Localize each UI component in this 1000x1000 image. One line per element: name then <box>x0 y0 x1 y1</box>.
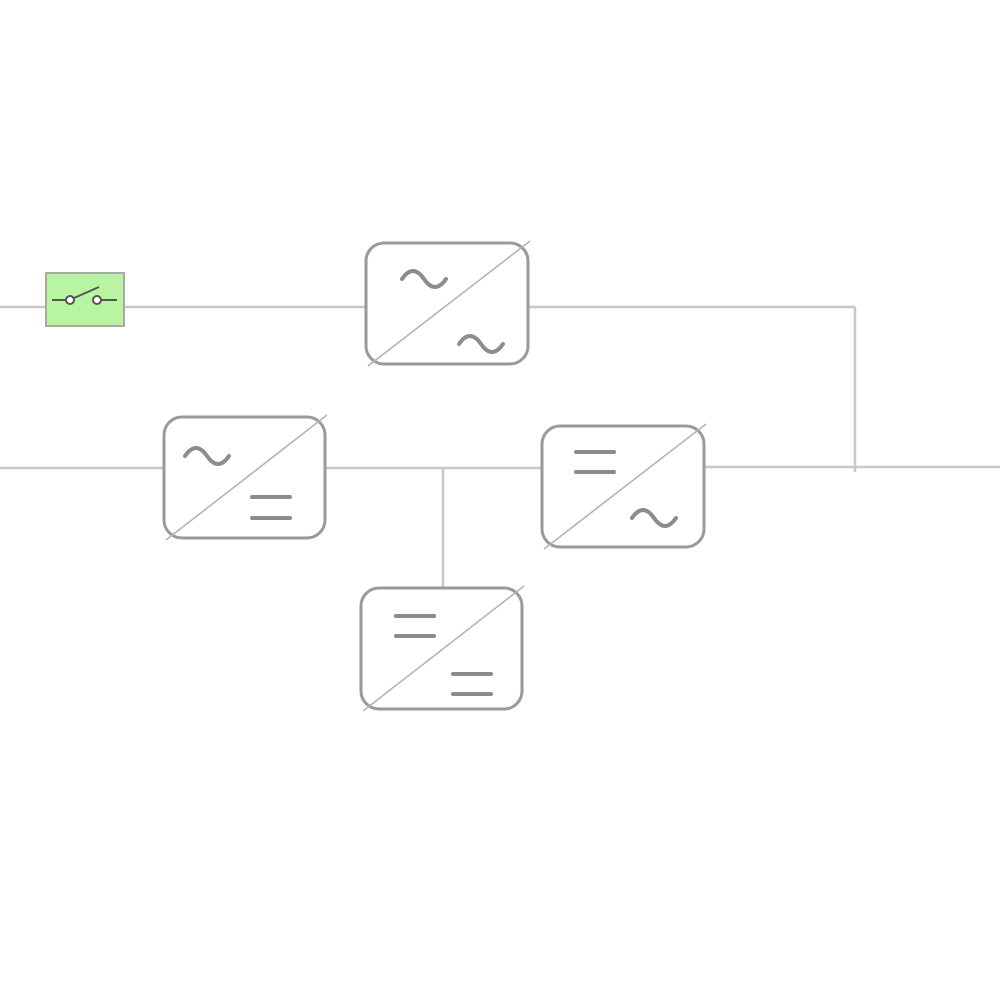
dc-input-icon <box>394 614 436 638</box>
ac-input-icon <box>183 446 231 466</box>
bypass-converter[interactable] <box>364 240 531 367</box>
inverter-converter[interactable] <box>540 423 707 550</box>
ac-output-icon <box>457 334 505 354</box>
rectifier-converter[interactable] <box>162 414 328 541</box>
dc-output-icon <box>250 495 292 520</box>
converter-diagonal <box>543 423 707 550</box>
dc-output-icon <box>451 672 493 696</box>
ac-output-icon <box>630 508 678 528</box>
dc-input-icon <box>574 450 616 474</box>
wiring <box>0 305 1000 588</box>
ac-input-icon <box>400 269 448 289</box>
converter-diagonal <box>362 585 525 712</box>
switch-icon <box>52 286 117 305</box>
converter-diagonal <box>367 240 531 367</box>
bypass-switch[interactable] <box>45 272 125 327</box>
battery-converter[interactable] <box>359 585 525 712</box>
converter-diagonal <box>165 414 328 541</box>
